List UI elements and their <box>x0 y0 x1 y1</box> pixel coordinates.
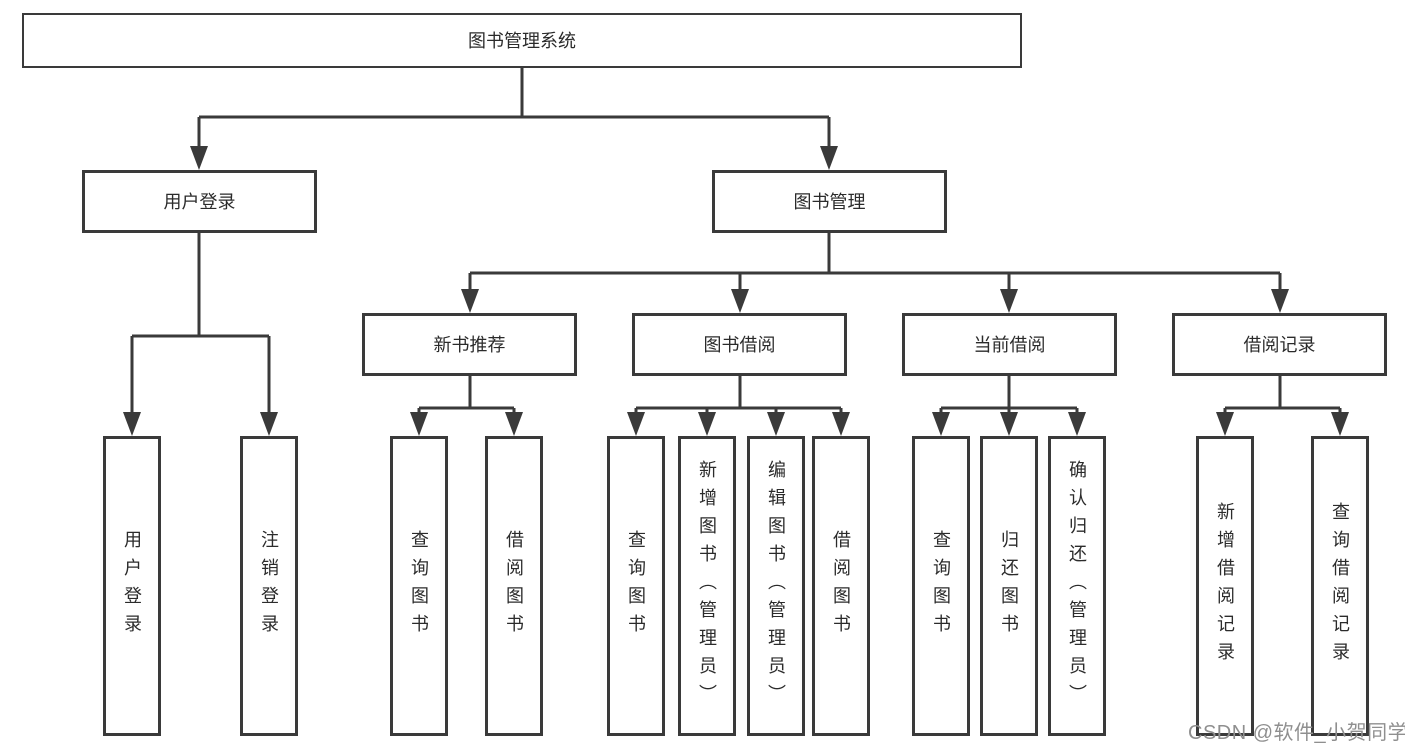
node-book-management: 图书管理 <box>712 170 947 233</box>
leaf-add-borrow-record: 新增借阅记录 <box>1196 436 1254 736</box>
leaf-recommend-query-book: 查询图书 <box>390 436 448 736</box>
node-borrowing-records: 借阅记录 <box>1172 313 1387 376</box>
leaf-edit-book-admin: 编辑图书（管理员） <box>747 436 805 736</box>
node-user-login: 用户登录 <box>82 170 317 233</box>
leaf-current-query-book: 查询图书 <box>912 436 970 736</box>
leaf-user-login: 用户登录 <box>103 436 161 736</box>
leaf-logout: 注销登录 <box>240 436 298 736</box>
leaf-borrow-book: 借阅图书 <box>812 436 870 736</box>
leaf-confirm-return-admin: 确认归还（管理员） <box>1048 436 1106 736</box>
leaf-add-book-admin: 新增图书（管理员） <box>678 436 736 736</box>
leaf-return-book: 归还图书 <box>980 436 1038 736</box>
node-library-management-system: 图书管理系统 <box>22 13 1022 68</box>
leaf-borrow-query-book: 查询图书 <box>607 436 665 736</box>
node-current-borrowing: 当前借阅 <box>902 313 1117 376</box>
node-book-borrowing: 图书借阅 <box>632 313 847 376</box>
node-new-book-recommendation: 新书推荐 <box>362 313 577 376</box>
leaf-query-borrow-record: 查询借阅记录 <box>1311 436 1369 736</box>
watermark: CSDN @软件_小贺同学 <box>1188 722 1405 744</box>
leaf-recommend-borrow-book: 借阅图书 <box>485 436 543 736</box>
